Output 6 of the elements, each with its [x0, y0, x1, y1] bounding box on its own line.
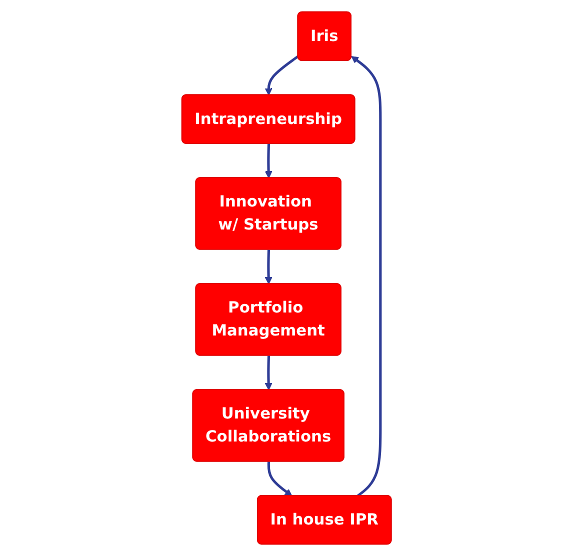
arrow [264, 250, 272, 284]
arrow [264, 55, 299, 96]
arrow [264, 356, 272, 390]
arrow [351, 56, 382, 497]
arrow [267, 462, 292, 496]
arrow [264, 144, 272, 178]
